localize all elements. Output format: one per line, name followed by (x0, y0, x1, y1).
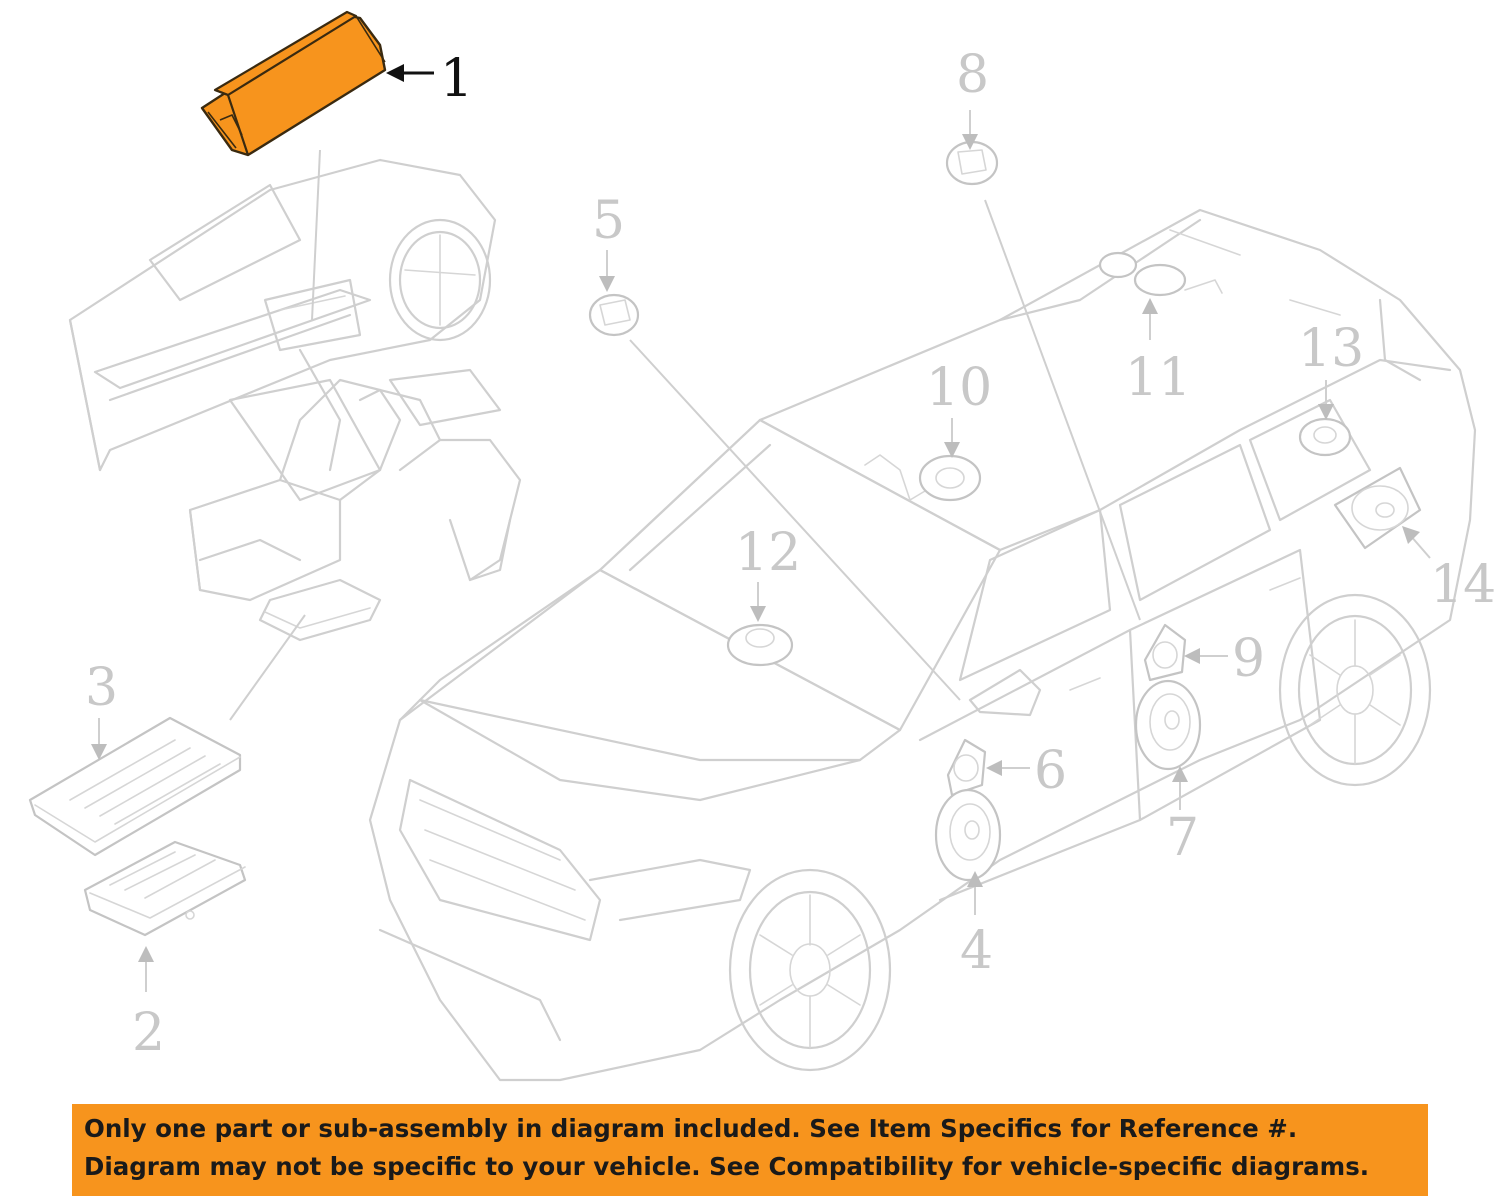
callout-11: 11 (1125, 348, 1191, 408)
callout-5: 5 (592, 191, 625, 251)
part-10-speaker[interactable] (864, 454, 982, 502)
leader-arrows (91, 64, 1431, 992)
part-5-tweeter[interactable] (588, 293, 640, 337)
part-13-speaker[interactable] (1298, 417, 1352, 457)
vehicle-illustration (368, 208, 1477, 1082)
part-6-tweeter[interactable] (946, 738, 987, 797)
disclaimer-banner: Only one part or sub-assembly in diagram… (72, 1104, 1428, 1196)
callout-3: 3 (85, 658, 118, 718)
part-12-speaker[interactable] (726, 623, 794, 667)
callout-2: 2 (132, 1003, 165, 1063)
part-2-module[interactable] (83, 840, 247, 937)
callout-labels: 1 2 3 4 5 6 7 8 9 10 11 12 13 14 (85, 45, 1496, 1063)
part-14-woofer[interactable] (1333, 466, 1422, 550)
part-3-module[interactable] (28, 716, 242, 857)
callout-1: 1 (440, 49, 473, 109)
disclaimer-line-1: Only one part or sub-assembly in diagram… (84, 1114, 1298, 1143)
part-11-speaker[interactable] (1098, 251, 1223, 297)
callout-6: 6 (1034, 741, 1067, 801)
part-1-module[interactable] (200, 10, 387, 157)
callout-4: 4 (960, 921, 993, 981)
callout-13: 13 (1298, 319, 1364, 379)
part-7-woofer[interactable] (1134, 679, 1202, 771)
callout-7: 7 (1166, 808, 1199, 868)
callout-12: 12 (735, 523, 801, 583)
disclaimer-line-2: Diagram may not be specific to your vehi… (84, 1152, 1370, 1181)
callout-8: 8 (956, 45, 989, 105)
interior-illustration (68, 158, 522, 642)
callout-10: 10 (926, 358, 992, 418)
part-9-tweeter[interactable] (1143, 623, 1187, 682)
callout-9: 9 (1232, 629, 1265, 689)
part-4-woofer[interactable] (934, 788, 1002, 882)
part-8-tweeter[interactable] (945, 140, 999, 186)
callout-14: 14 (1430, 555, 1496, 615)
